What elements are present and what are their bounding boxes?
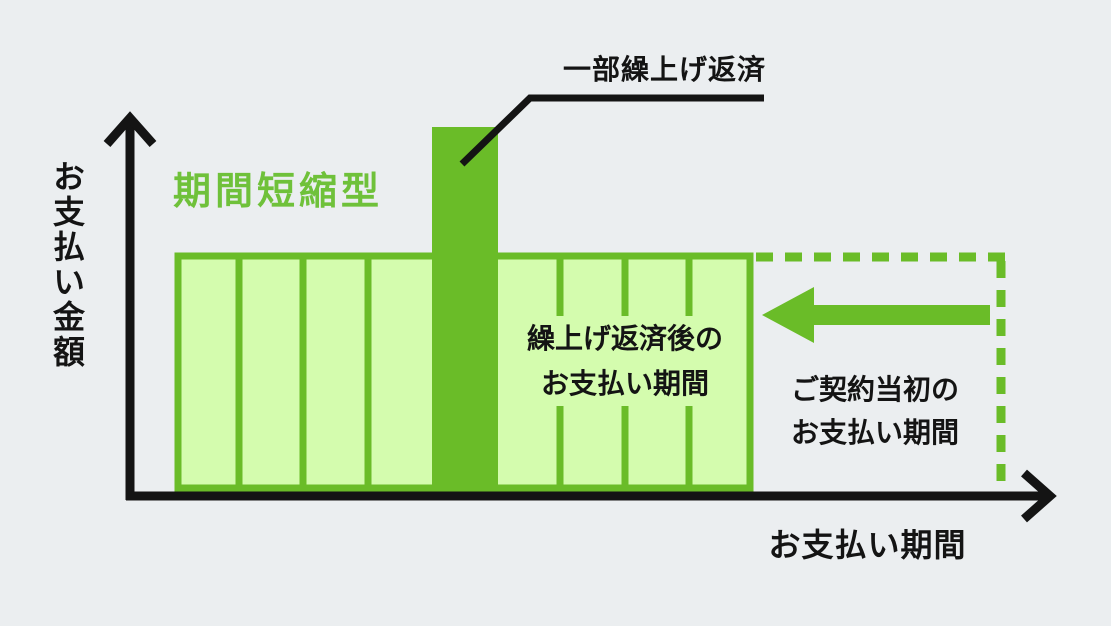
original-period-label: ご契約当初の お支払い期間: [775, 368, 975, 454]
y-axis-label: お支払い金額: [49, 160, 85, 370]
diagram-title: 期間短縮型: [173, 171, 384, 213]
after-repayment-period-line2: お支払い期間: [540, 368, 709, 399]
callout-leader-line: [459, 94, 764, 167]
x-axis-label: お支払い期間: [768, 527, 967, 563]
after-repayment-period-line1: 繰上げ返済後の: [526, 323, 723, 354]
callout-label: 一部繰上げ返済: [563, 54, 767, 85]
original-period-line2: お支払い期間: [790, 417, 959, 448]
prepayment-column: [432, 127, 498, 491]
original-period-line1: ご契約当初の: [790, 374, 959, 405]
y-axis-arrow-icon: [103, 111, 157, 147]
after-repayment-period-label: 繰上げ返済後の お支払い期間: [505, 316, 745, 406]
x-axis-arrow-icon: [1021, 469, 1057, 523]
term-shorten-left-arrow-icon: [762, 287, 990, 343]
